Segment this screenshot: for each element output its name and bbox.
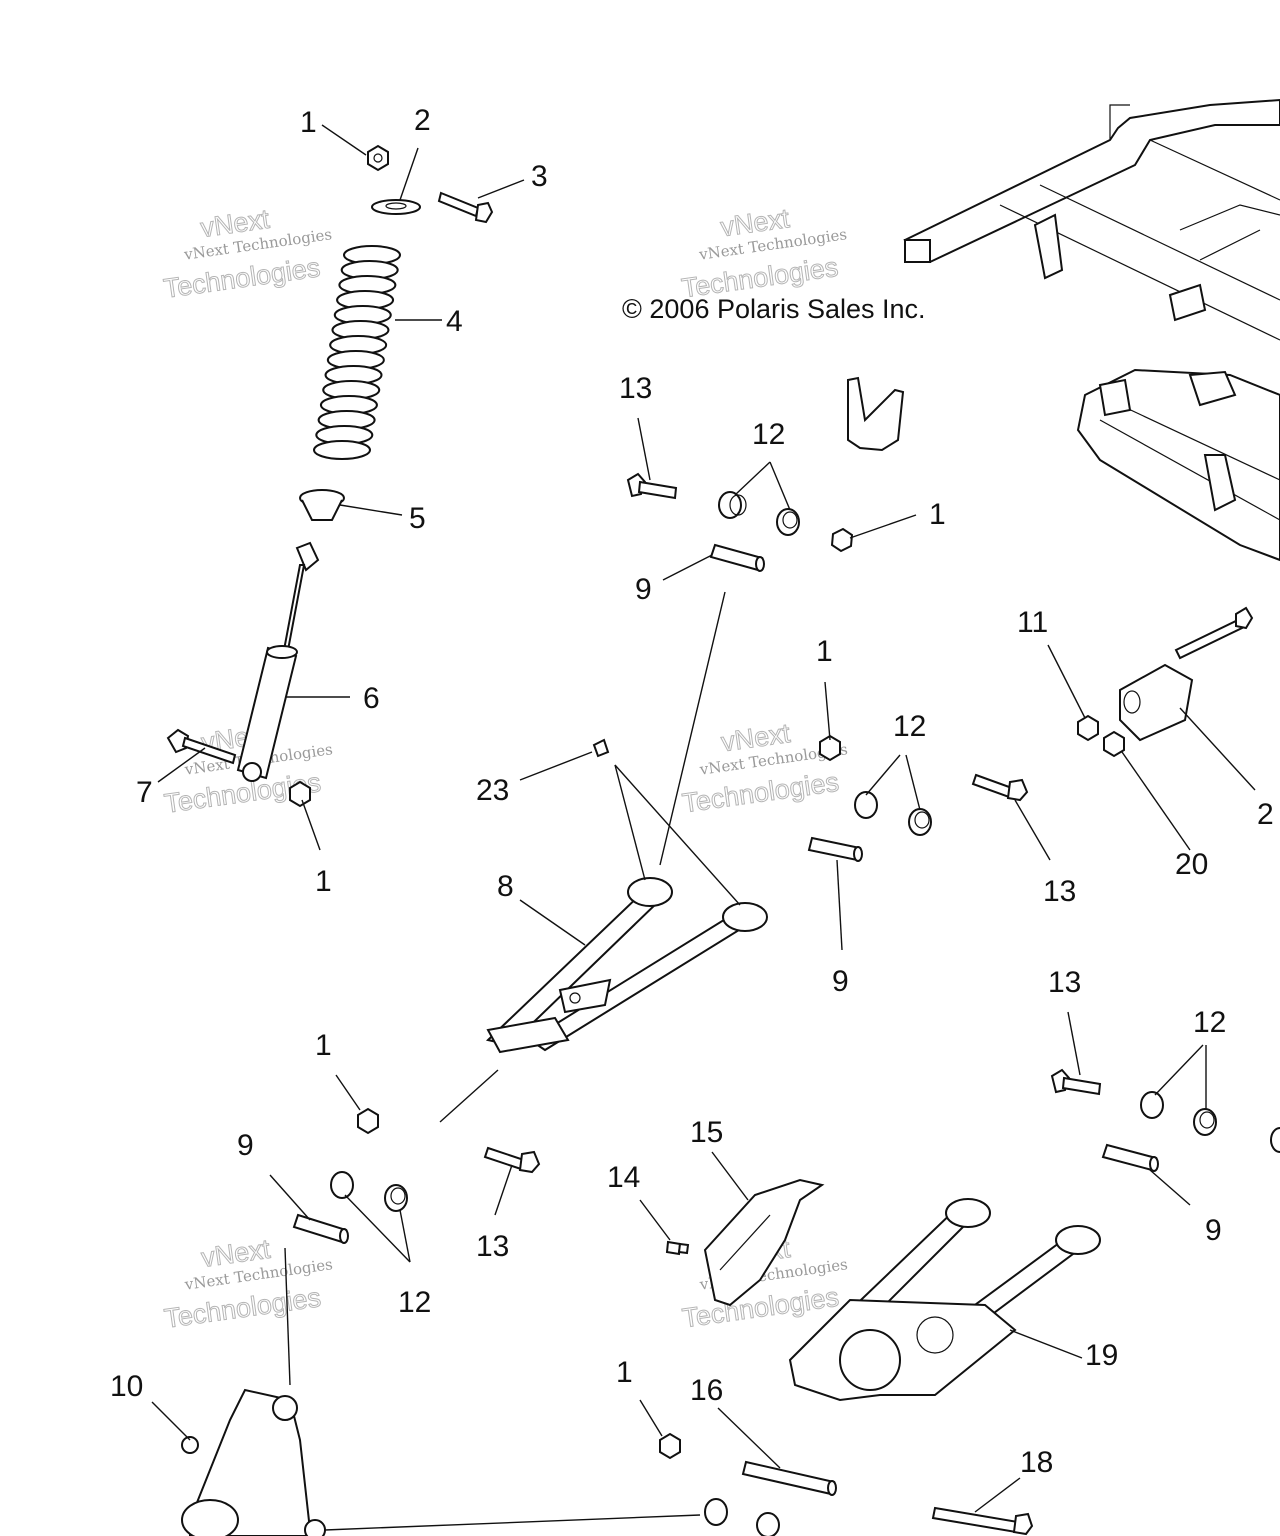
spring-part-4 bbox=[313, 245, 401, 460]
callout-2: 2 bbox=[414, 104, 431, 137]
spring-coil bbox=[313, 440, 371, 460]
sleeve-part-9b bbox=[807, 836, 863, 862]
bolt-part-20 bbox=[1103, 730, 1125, 758]
pin-part-16 bbox=[741, 1460, 837, 1496]
watermark-mid-center: vNext vNext Technologies Technologies bbox=[680, 718, 849, 819]
callout-1b: 1 bbox=[315, 865, 332, 898]
callout-8: 8 bbox=[497, 870, 514, 903]
callout-20: 20 bbox=[1175, 848, 1208, 881]
callout-1c: 1 bbox=[929, 498, 946, 531]
bushing-part-12c bbox=[1140, 1091, 1280, 1153]
bolt-part-13a bbox=[626, 472, 678, 500]
screw-part-14 bbox=[665, 1240, 690, 1256]
bolt-part-13b bbox=[971, 773, 1029, 802]
callout-labels: 1 2 3 4 5 6 7 1 13 12 1 9 1 12 11 2 20 2… bbox=[110, 104, 1274, 1479]
frame-part bbox=[903, 98, 1280, 341]
nut-part-1b bbox=[289, 780, 311, 808]
lower-a-arm-part-19 bbox=[788, 1198, 1101, 1402]
a-arm-part-8 bbox=[485, 877, 768, 1054]
bushing-part-12a bbox=[718, 491, 800, 536]
callout-2b: 2 bbox=[1257, 798, 1274, 831]
sleeve-part-9d bbox=[292, 1213, 349, 1244]
shock-absorber-part-6 bbox=[236, 541, 320, 782]
sleeve-part-9c bbox=[1101, 1143, 1159, 1172]
leader-lines bbox=[151, 124, 1256, 1531]
callout-13a: 13 bbox=[619, 372, 652, 405]
callout-4: 4 bbox=[446, 305, 463, 338]
callout-1d: 1 bbox=[816, 635, 833, 668]
bolt-part-long-right bbox=[1174, 606, 1254, 660]
bolt-part-13c bbox=[1050, 1068, 1102, 1096]
grease-fitting-part-23 bbox=[592, 738, 610, 758]
callout-18: 18 bbox=[1020, 1446, 1053, 1479]
callout-9a: 9 bbox=[635, 573, 652, 606]
callout-16: 16 bbox=[690, 1374, 723, 1407]
bracket-part-top bbox=[847, 376, 905, 452]
callout-9c: 9 bbox=[237, 1129, 254, 1162]
sleeve-part-9a bbox=[709, 543, 765, 572]
callout-14: 14 bbox=[607, 1161, 640, 1194]
callout-12a: 12 bbox=[752, 418, 785, 451]
guard-part-15 bbox=[703, 1178, 825, 1307]
callout-13b: 13 bbox=[1043, 875, 1076, 908]
knuckle-part-10 bbox=[181, 1388, 326, 1536]
callout-12c: 12 bbox=[1193, 1006, 1226, 1039]
callout-13d: 13 bbox=[476, 1230, 509, 1263]
callout-10: 10 bbox=[110, 1370, 143, 1403]
subframe-part bbox=[1076, 368, 1280, 562]
nut-part-11 bbox=[1077, 714, 1099, 742]
watermark-top-center: vNext vNext Technologies Technologies bbox=[679, 203, 848, 304]
callout-1e: 1 bbox=[315, 1029, 332, 1062]
callout-13c: 13 bbox=[1048, 966, 1081, 999]
bushing-part-12b bbox=[854, 791, 932, 836]
bolt-part-7 bbox=[166, 728, 237, 765]
callout-5: 5 bbox=[409, 502, 426, 535]
bolt-part-13d bbox=[483, 1146, 541, 1174]
bushing-part-12e bbox=[704, 1498, 780, 1536]
nut-part-1c bbox=[830, 527, 854, 553]
callout-12d: 12 bbox=[398, 1286, 431, 1319]
callout-6: 6 bbox=[363, 682, 380, 715]
watermark-top-left: vNext vNext Technologies Technologies bbox=[161, 203, 333, 304]
callout-19: 19 bbox=[1085, 1339, 1118, 1372]
callout-7: 7 bbox=[136, 776, 153, 809]
callout-3: 3 bbox=[531, 160, 548, 193]
retainer-part-2 bbox=[371, 199, 421, 215]
callout-11: 11 bbox=[1017, 606, 1048, 639]
callout-15: 15 bbox=[690, 1116, 723, 1149]
bushing-part-12d bbox=[330, 1171, 408, 1212]
callout-1: 1 bbox=[300, 106, 317, 139]
pivot-bracket-part-2 bbox=[1119, 663, 1194, 742]
bolt-part-18 bbox=[931, 1506, 1034, 1536]
callout-12b: 12 bbox=[893, 710, 926, 743]
bolt-part-3 bbox=[437, 191, 494, 224]
callout-23: 23 bbox=[476, 774, 509, 807]
watermark-bottom-left: vNext vNext Technologies Technologies bbox=[162, 1233, 334, 1334]
callout-9d: 9 bbox=[1205, 1214, 1222, 1247]
copyright-text: © 2006 Polaris Sales Inc. bbox=[622, 294, 926, 324]
nut-part-1e bbox=[357, 1107, 379, 1135]
spring-seat-part-5 bbox=[299, 489, 345, 521]
callout-1f: 1 bbox=[616, 1356, 633, 1389]
nut-part-1f bbox=[659, 1432, 681, 1460]
callout-9b: 9 bbox=[832, 965, 849, 998]
nut-part-1 bbox=[367, 144, 389, 172]
